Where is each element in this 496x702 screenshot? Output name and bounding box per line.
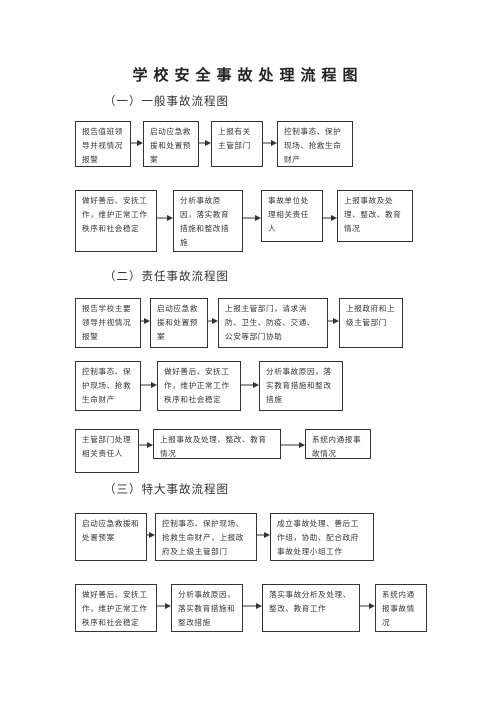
section-heading-general: （一）一般事故流程图 <box>104 94 229 108</box>
flow-box: 成立事故处理、善后工作组，协助、配合政府事故处理小组工作 <box>270 513 374 561</box>
flow-box: 分析事故原因，落实教育措施和整改措施 <box>173 190 243 252</box>
flow-box: 上报主管部门，请求消防、卫生、防疫、交通、公安等部门协助 <box>218 298 328 348</box>
flow-box: 报告值班领导并视情况报警 <box>75 121 131 167</box>
flow-box: 做好善后、安抚工作，维护正常工作秩序和社会稳定 <box>75 584 157 632</box>
flow-box: 控制事态、保护现场、抢救生命财产 <box>75 361 141 411</box>
flow-box: 落实事故分析及处理、整改、教育工作 <box>262 584 360 632</box>
flow-box: 启动应急救援和处置预案 <box>75 513 147 561</box>
flow-box: 上报事故及处理、整改、教育情况 <box>153 429 281 459</box>
section-heading-responsibility: （二）责任事故流程图 <box>104 269 229 283</box>
flow-box: 系统内通报事故情况 <box>375 584 427 632</box>
flow-box: 报告学校主要领导并视情况报警 <box>75 298 141 348</box>
flow-box: 控制事态、保护现场、抢救生命财产 <box>277 121 353 167</box>
flow-box: 事故单位处理相关责任人 <box>261 190 323 242</box>
flow-box: 做好善后、安抚工作，维护正常工作秩序和社会稳定 <box>75 190 157 252</box>
flow-box: 分析事故原因，落实教育措施和整改措施 <box>259 361 343 411</box>
flow-box: 启动应急救援和处置预案 <box>150 298 208 348</box>
flow-box: 主管部门处理相关责任人 <box>75 429 139 473</box>
flow-box: 上报有关主管部门 <box>211 121 263 167</box>
flow-box: 做好善后、安抚工作，维护正常工作秩序和社会稳定 <box>157 361 241 411</box>
flow-box: 启动应急救援和处置预案 <box>143 121 199 167</box>
section-heading-major: （三）特大事故流程图 <box>104 482 229 496</box>
flow-box: 系统内通报事故情况 <box>305 429 371 459</box>
flow-box: 上报政府和上级主管部门 <box>339 298 403 348</box>
page-title: 学校安全事故处理流程图 <box>132 66 364 84</box>
flow-box: 上报事故及处理、整改、教育情况 <box>337 190 413 242</box>
flow-box: 分析事故原因，落实教育措施和整改措施 <box>171 584 243 632</box>
flow-box: 控制事态、保护现场、抢救生命财产，上报政府及上级主管部门 <box>155 513 257 561</box>
